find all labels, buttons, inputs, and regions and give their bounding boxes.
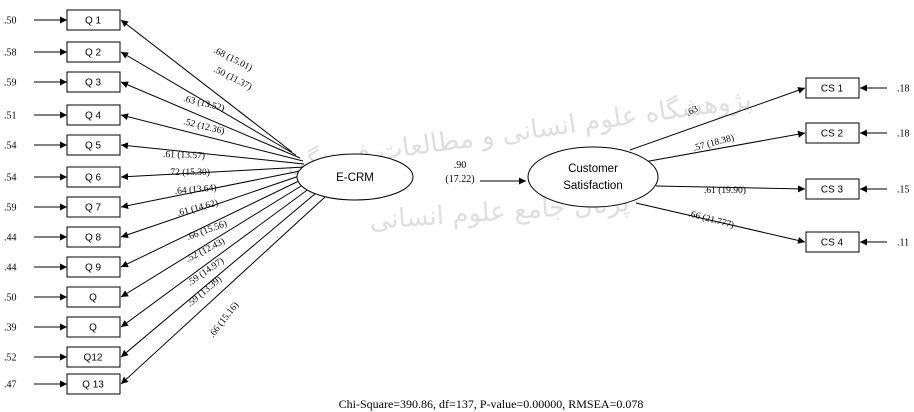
- ecrm-indicator-label: Q: [89, 323, 97, 334]
- fit-statistics: Chi-Square=390.86, df=137, P-value=0.000…: [339, 397, 644, 411]
- cs-factor-label-line2: Satisfaction: [563, 180, 622, 192]
- ecrm-loading-arrow: [120, 169, 306, 210]
- cs-loading-arrow: [643, 130, 806, 163]
- cs-error-variance: .18: [897, 84, 910, 95]
- cs-loading-label: .61 (19.90): [704, 185, 746, 196]
- ecrm-error-variance: .39: [4, 323, 17, 334]
- ecrm-error-variance: .59: [4, 78, 17, 89]
- ecrm-loading-label: .72 (15.30): [168, 167, 210, 178]
- cs-indicator-box: [805, 122, 860, 144]
- ecrm-error-variance: .52: [4, 353, 17, 364]
- ecrm-indicator-label: Q 8: [85, 233, 102, 244]
- ecrm-indicator-label: Q 7: [85, 203, 102, 214]
- cs-indicator-box: [805, 178, 860, 200]
- ecrm-indicator-label: Q: [89, 293, 97, 304]
- ecrm-indicator-label: Q 2: [85, 48, 102, 59]
- cs-factor-label-line1: Customer: [568, 163, 618, 175]
- ecrm-indicator-label: Q 5: [85, 141, 102, 152]
- ecrm-error-variance: .47: [4, 380, 17, 391]
- ecrm-error-variance: .59: [4, 203, 17, 214]
- ecrm-indicator-label: Q 6: [85, 173, 102, 184]
- cs-error-variance: .18: [897, 129, 910, 140]
- ecrm-indicator-label: Q 4: [85, 111, 102, 122]
- ecrm-indicator-label: Q12: [84, 353, 103, 364]
- cs-indicator-box: [805, 231, 860, 253]
- ecrm-loading-label: .52 (12.36): [182, 116, 225, 137]
- cs-indicator-label: CS 4: [821, 238, 844, 249]
- ecrm-loading-arrow: [120, 177, 306, 268]
- ecrm-error-variance: .54: [4, 173, 17, 184]
- ecrm-error-variance: .44: [4, 263, 17, 274]
- cs-loading-arrow: [655, 185, 806, 193]
- ecrm-error-variance: .50: [4, 16, 17, 27]
- cs-loading-arrow: [629, 87, 806, 151]
- cs-loading-label: .57 (18.38): [692, 132, 735, 153]
- cs-error-variance: .15: [897, 185, 910, 196]
- cs-loading-label: .66 (21.777): [687, 208, 735, 231]
- ecrm-indicator-label: Q 3: [85, 78, 102, 89]
- ecrm-indicator-label: Q 9: [85, 263, 102, 274]
- cs-indicator-label: CS 2: [821, 129, 844, 140]
- ecrm-error-variance: .44: [4, 233, 17, 244]
- ecrm-loading-arrow: [120, 51, 297, 156]
- ecrm-indicator-group: Q 1.50.68 (15.01)Q 2.58.50 (11.37)Q 3.59…: [4, 9, 326, 395]
- ecrm-loading-arrow: [120, 182, 307, 298]
- cs-indicator-label: CS 3: [821, 185, 844, 196]
- ecrm-indicator-label: Q 1: [85, 16, 102, 27]
- ecrm-loading-arrow: [120, 196, 326, 385]
- ecrm-loading-arrow: [120, 81, 301, 159]
- cs-indicator-label: CS 1: [821, 84, 844, 95]
- ecrm-error-variance: .50: [4, 293, 17, 304]
- ecrm-loading-arrow: [120, 173, 306, 239]
- ecrm-loading-label: .64 (13.64): [174, 182, 217, 197]
- ecrm-loading-arrow: [120, 113, 304, 162]
- ecrm-loading-label: .61 (13.57): [163, 149, 205, 161]
- ecrm-loading-label: .66 (15.16): [207, 300, 241, 340]
- cs-factor-ellipse: [527, 146, 659, 208]
- ecrm-indicator-label: Q 13: [82, 380, 104, 391]
- ecrm-loading-arrow: [120, 166, 306, 181]
- ecrm-loading-arrow: [120, 19, 293, 153]
- cs-error-variance: .11: [897, 238, 909, 249]
- structural-path-t-value: (17.22): [445, 174, 474, 185]
- cs-loading-label: .63: [685, 104, 700, 118]
- ecrm-loading-label: .61 (14.62): [176, 197, 219, 218]
- ecrm-loading-arrow: [120, 192, 317, 358]
- cs-loading-arrow: [635, 202, 806, 244]
- ecrm-error-variance: .54: [4, 141, 17, 152]
- ecrm-error-variance: .58: [4, 48, 17, 59]
- ecrm-factor-ellipse: [296, 153, 414, 201]
- ecrm-error-variance: .51: [4, 111, 17, 122]
- ecrm-loading-arrow: [120, 187, 311, 328]
- cs-indicator-box: [805, 77, 860, 99]
- ecrm-loading-arrow: [120, 142, 305, 165]
- structural-path-coefficient: .90: [454, 160, 467, 171]
- ecrm-factor-label: E-CRM: [336, 172, 374, 184]
